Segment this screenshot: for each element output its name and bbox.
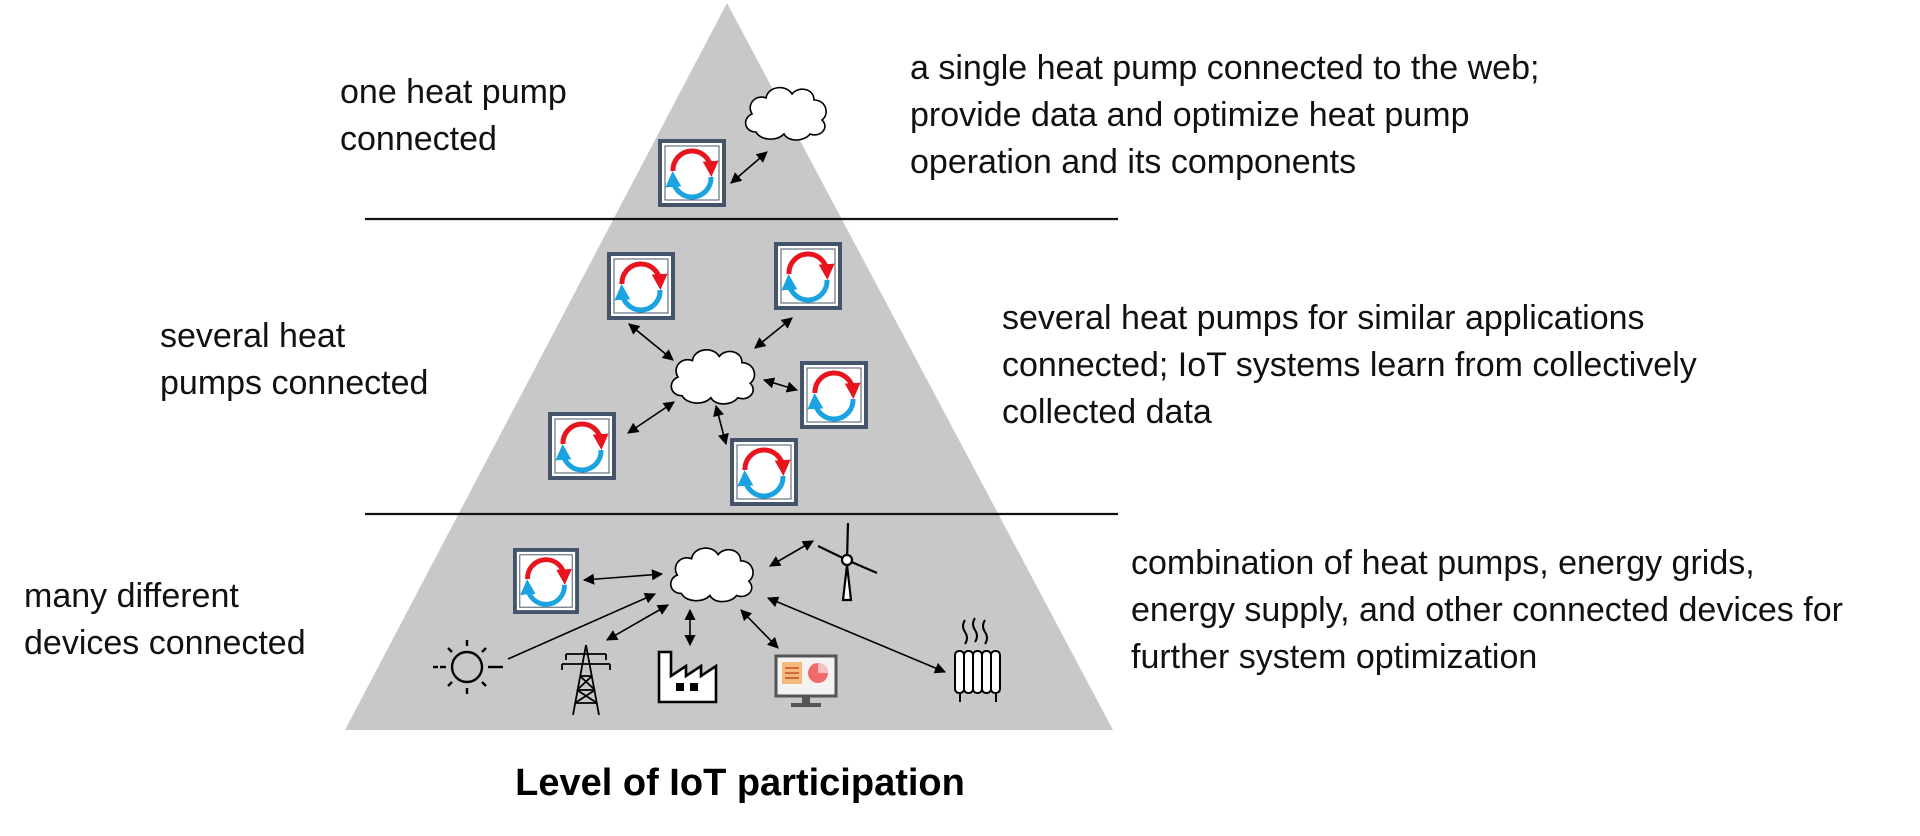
level-top-description: a single heat pump connected to the web;… — [910, 45, 1539, 186]
link-arrow — [769, 540, 814, 567]
level-middle-label-line: pumps connected — [160, 364, 429, 402]
level-bottom-description: combination of heat pumps, energy grids,… — [1131, 540, 1843, 681]
level-middle-icons — [550, 244, 866, 504]
sun-icon — [433, 640, 503, 694]
level-top-label-line: connected — [340, 120, 497, 158]
level-bottom-label-line: devices connected — [24, 624, 306, 662]
link-arrow — [606, 604, 669, 641]
heat-pump-icon — [515, 550, 577, 612]
factory-icon — [657, 650, 718, 704]
wind-turbine-icon — [817, 522, 878, 602]
level-top-description-line: provide data and optimize heat pump — [910, 96, 1470, 134]
link-arrow — [713, 404, 729, 446]
level-top-label-line: one heat pump — [340, 73, 567, 111]
heat-pump-icon — [660, 141, 724, 205]
level-bottom-icons — [433, 522, 1001, 716]
heat-pump-icon — [732, 440, 796, 504]
link-arrow — [762, 377, 799, 393]
level-bottom-description-line: energy supply, and other connected devic… — [1131, 591, 1843, 629]
heat-pump-icon — [550, 414, 614, 478]
level-bottom-description-line: further system optimization — [1131, 638, 1538, 676]
level-middle-description-line: several heat pumps for similar applicati… — [1002, 299, 1645, 337]
link-arrow — [754, 317, 793, 349]
level-middle-description: several heat pumps for similar applicati… — [1002, 295, 1697, 436]
level-top-description-line: a single heat pump connected to the web; — [910, 49, 1540, 87]
power-pylon-icon — [561, 644, 611, 716]
diagram-caption: Level of IoT participation — [515, 762, 965, 804]
level-middle-label-line: several heat — [160, 317, 346, 355]
level-top-icons — [660, 86, 827, 205]
level-middle-label: several heat pumps connected — [160, 313, 428, 407]
link-arrow — [766, 596, 947, 674]
radiator-icon — [954, 617, 1001, 702]
level-top-label: one heat pump connected — [340, 69, 567, 163]
level-bottom-label: many different devices connected — [24, 573, 306, 667]
level-bottom-description-line: combination of heat pumps, energy grids, — [1131, 544, 1755, 582]
link-arrow — [582, 569, 664, 585]
level-bottom-label-line: many different — [24, 577, 239, 615]
heat-pump-icon — [776, 244, 840, 308]
link-arrow — [628, 323, 674, 361]
heat-pump-icon — [802, 363, 866, 427]
link-arrow — [730, 151, 768, 184]
level-top-description-line: operation and its components — [910, 143, 1357, 181]
level-middle-description-line: connected; IoT systems learn from collec… — [1002, 346, 1697, 384]
level-middle-description-line: collected data — [1002, 393, 1212, 431]
link-arrow — [627, 401, 675, 434]
heat-pump-icon — [609, 254, 673, 318]
